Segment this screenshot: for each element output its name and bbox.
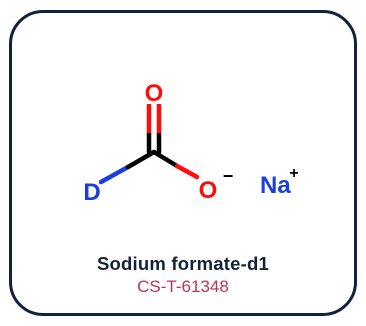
bond-d-c-black — [125, 149, 157, 170]
anion-charge: − — [223, 166, 234, 186]
product-name: Sodium formate-d1 — [97, 253, 269, 274]
atom-oxygen-anion: O — [199, 177, 218, 204]
atom-sodium: Na — [260, 172, 291, 199]
cation-charge: + — [289, 165, 298, 182]
atom-oxygen-top: O — [145, 80, 164, 107]
atom-deuterium: D — [83, 179, 100, 206]
catalog-number: CS-T-61348 — [137, 277, 229, 296]
bond-d-c-blue — [98, 164, 131, 185]
bond-c-o-single-red — [174, 163, 200, 180]
product-card[interactable] — [9, 10, 357, 316]
bond-c-o-single-black — [151, 149, 180, 169]
